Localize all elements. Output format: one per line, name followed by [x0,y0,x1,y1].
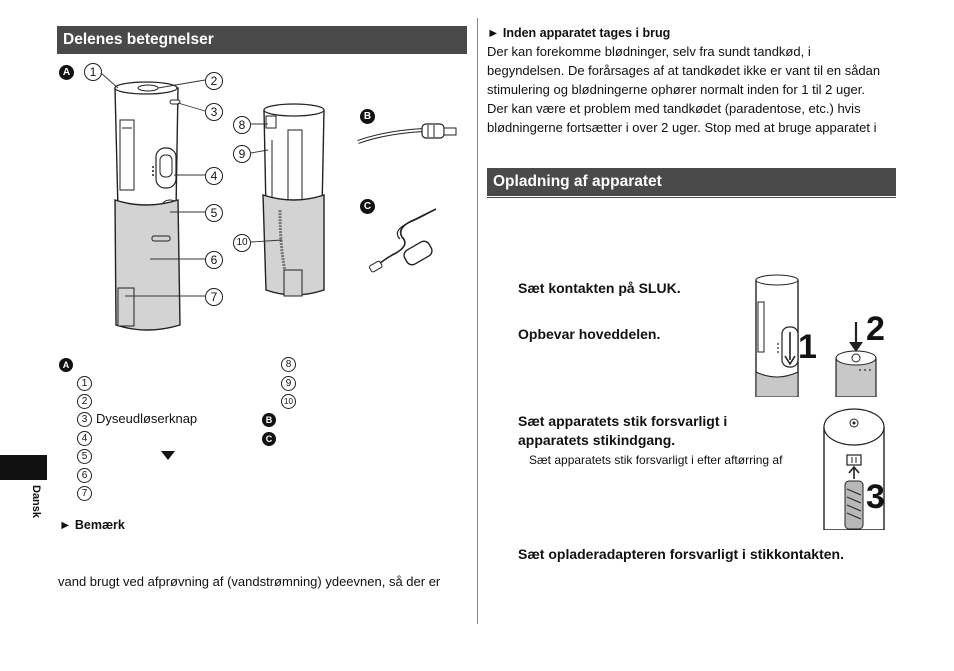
callout-8: 8 [233,116,251,134]
before-use-line-4: Der kan være et problem med tandkødet (p… [487,101,861,116]
fig-step-label-3: 3 [866,478,885,516]
legend-a-badge: A [59,357,73,372]
legend-item-5: 5 [77,448,175,465]
legend-item-4: 4 [77,430,96,447]
section-title-charging: Opladning af apparatet [487,168,896,196]
figure-label-a: A [59,65,74,80]
before-use-line-2: begyndelsen. De forårsages af at tandkød… [487,63,881,78]
disassembled-unit-illustration [262,103,325,297]
callout-3: 3 [205,103,223,121]
callout-6: 6 [205,251,223,269]
step-3-text-line-2: apparatets stikindgang. [518,432,676,448]
callout-10: 10 [233,234,251,252]
switch-off-and-store-illustration [755,274,877,397]
callout-9: 9 [233,145,251,163]
legend-item-7: 7 [77,485,96,502]
note-heading: ► Bemærk [59,518,125,532]
step-3-text-line-1: Sæt apparatets stik forsvarligt i [518,413,728,429]
charging-title-underline [487,197,896,198]
legend-item-2: 2 [77,393,96,410]
before-use-heading: ► Inden apparatet tages i brug [487,26,671,40]
step-2-text: Opbevar hoveddelen. [518,326,661,342]
legend-item-c: C [262,430,276,446]
callout-leaders [100,72,283,297]
legend-a-heading: A [59,356,73,372]
nozzle-illustration [357,123,457,144]
legend-item-9: 9 [281,375,300,392]
column-divider [477,18,478,624]
legend-item-10: 10 [281,393,300,410]
callout-2: 2 [205,72,223,90]
fig-step-label-2: 2 [866,310,885,348]
main-unit-illustration [114,81,181,331]
section-title-parts: Delenes betegnelser [57,26,467,54]
legend-item-6: 6 [77,467,96,484]
before-use-line-5: blødningerne fortsætter i over 2 uger. S… [487,120,877,135]
fig-step-label-1: 1 [798,328,817,366]
figure-label-c: C [360,199,375,214]
language-side-tab [0,455,47,480]
figure-label-b: B [360,109,375,124]
before-use-line-1: Der kan forekomme blødninger, selv fra s… [487,44,811,59]
legend-item-b: B [262,411,276,427]
step-3-subtext: Sæt apparatets stik forsvarligt i efter … [529,453,783,467]
down-triangle-icon [161,451,175,460]
callout-5: 5 [205,204,223,222]
callout-4: 4 [205,167,223,185]
charger-illustration [369,208,437,273]
step-4-text: Sæt opladeradapteren forsvarligt i stikk… [518,546,844,562]
note-text: vand brugt ved afprøvning af (vandstrømn… [58,574,441,589]
legend-item-8: 8 [281,356,300,373]
before-use-line-3: stimulering og blødningerne ophører norm… [487,82,865,97]
legend-item-1: 1 [77,375,96,392]
callout-1: 1 [84,63,102,81]
language-side-label: Dansk [30,485,42,519]
callout-7: 7 [205,288,223,306]
step-1-text: Sæt kontakten på SLUK. [518,280,681,296]
plug-in-illustration [823,408,885,530]
